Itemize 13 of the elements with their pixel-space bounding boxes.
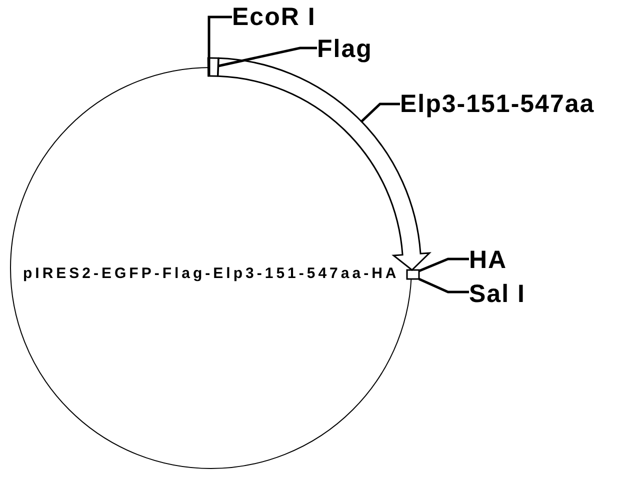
leader-line: [218, 46, 317, 68]
leader-line: [418, 278, 469, 294]
feature-label: EcoR I: [232, 4, 316, 30]
gene-arrow: [217, 57, 430, 271]
feature-label: HA: [469, 247, 508, 273]
feature-label: Flag: [317, 36, 372, 62]
plasmid-name: pIRES2-EGFP-Flag-Elp3-151-547aa-HA: [23, 265, 400, 283]
feature-label: Sal I: [469, 281, 526, 307]
leader-line: [360, 102, 400, 123]
leader-line: [418, 258, 469, 272]
tag-segment: [406, 269, 420, 280]
feature-label: Elp3-151-547aa: [400, 91, 595, 117]
leader-line: [208, 16, 232, 76]
